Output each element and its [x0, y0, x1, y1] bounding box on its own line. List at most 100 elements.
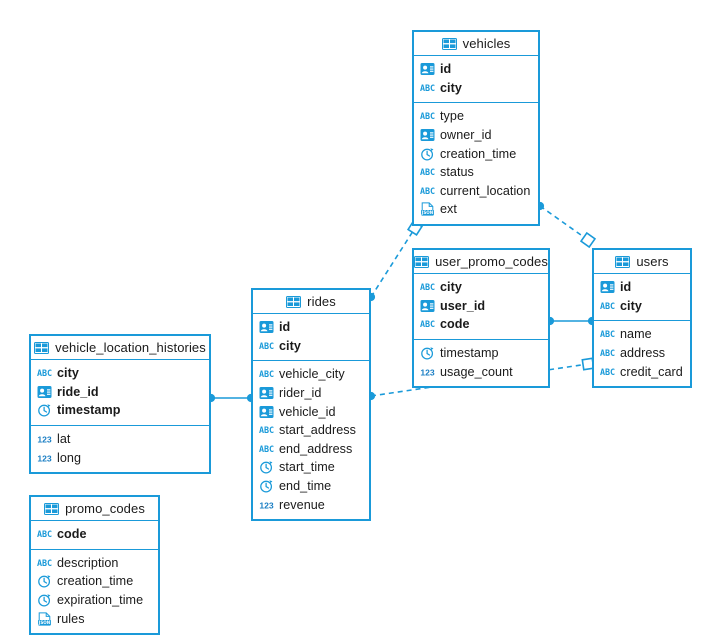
clock-icon [259, 460, 274, 474]
column-row-rides-end_time[interactable]: end_time [253, 477, 369, 496]
table-header-rides[interactable]: rides [253, 290, 369, 314]
column-name: city [620, 298, 642, 313]
123-number-icon: 123 [259, 498, 274, 512]
column-row-vehicle_location_histories-timestamp[interactable]: timestamp [31, 401, 209, 420]
svg-text:ABC: ABC [37, 368, 52, 378]
table-header-vehicle_location_histories[interactable]: vehicle_location_histories [31, 336, 209, 360]
clock-icon [420, 346, 435, 360]
column-row-rides-id[interactable]: id [253, 318, 369, 337]
svg-text:123: 123 [37, 434, 52, 444]
column-name: city [279, 338, 301, 353]
column-name: owner_id [440, 128, 492, 143]
column-row-vehicles-id[interactable]: id [414, 60, 538, 79]
edge-vehicles-to-rides [370, 227, 416, 298]
table-title: promo_codes [65, 501, 145, 516]
svg-text:JSON: JSON [38, 620, 51, 625]
id-badge-icon [600, 280, 615, 294]
table-title: vehicle_location_histories [55, 340, 206, 355]
column-name: id [440, 62, 452, 77]
table-header-promo_codes[interactable]: promo_codes [31, 497, 158, 521]
table-grid-icon [44, 502, 60, 516]
id-badge-icon [420, 62, 435, 76]
id-badge-icon [37, 385, 52, 399]
svg-text:ABC: ABC [420, 167, 435, 177]
table-grid-icon [615, 255, 631, 269]
column-name: id [279, 320, 291, 335]
123-number-icon: 123 [37, 432, 52, 446]
column-name: vehicle_city [279, 367, 345, 382]
clock-icon [420, 147, 435, 161]
column-name: end_address [279, 441, 353, 456]
column-name: timestamp [440, 346, 499, 361]
column-row-promo_codes-expiration_time[interactable]: expiration_time [31, 591, 158, 610]
column-row-rides-rider_id[interactable]: rider_id [253, 384, 369, 403]
column-row-users-id[interactable]: id [594, 278, 690, 297]
svg-text:ABC: ABC [420, 112, 435, 122]
abc-string-icon: ABC [420, 184, 435, 198]
column-row-user_promo_codes-timestamp[interactable]: timestamp [414, 344, 548, 363]
table-header-users[interactable]: users [594, 250, 690, 274]
column-row-rides-vehicle_id[interactable]: vehicle_id [253, 402, 369, 421]
clock-icon [37, 593, 52, 607]
abc-string-icon: ABC [600, 299, 615, 313]
column-name: lat [57, 432, 71, 447]
column-row-rides-vehicle_city[interactable]: ABC vehicle_city [253, 365, 369, 384]
column-row-vehicles-creation_time[interactable]: creation_time [414, 144, 538, 163]
column-row-vehicle_location_histories-lat[interactable]: 123 lat [31, 430, 209, 449]
abc-string-icon: ABC [37, 556, 52, 570]
column-name: creation_time [57, 574, 134, 589]
id-badge-icon [259, 405, 274, 419]
column-name: id [620, 280, 632, 295]
abc-string-icon: ABC [420, 317, 435, 331]
svg-text:ABC: ABC [420, 320, 435, 330]
svg-text:123: 123 [259, 500, 274, 510]
table-grid-icon [34, 341, 50, 355]
json-document-icon: JSON [37, 612, 52, 626]
column-name: user_id [440, 298, 486, 313]
column-row-vehicles-owner_id[interactable]: owner_id [414, 126, 538, 145]
column-row-user_promo_codes-user_id[interactable]: user_id [414, 297, 548, 316]
svg-text:JSON: JSON [421, 211, 434, 216]
abc-string-icon: ABC [259, 367, 274, 381]
table-header-user_promo_codes[interactable]: user_promo_codes [414, 250, 548, 274]
column-name: expiration_time [57, 593, 144, 608]
column-row-users-city[interactable]: ABC city [594, 297, 690, 316]
svg-text:ABC: ABC [259, 425, 274, 435]
column-row-vehicle_location_histories-ride_id[interactable]: ride_id [31, 383, 209, 402]
table-header-vehicles[interactable]: vehicles [414, 32, 538, 56]
column-row-promo_codes-creation_time[interactable]: creation_time [31, 572, 158, 591]
column-row-rides-start_time[interactable]: start_time [253, 458, 369, 477]
